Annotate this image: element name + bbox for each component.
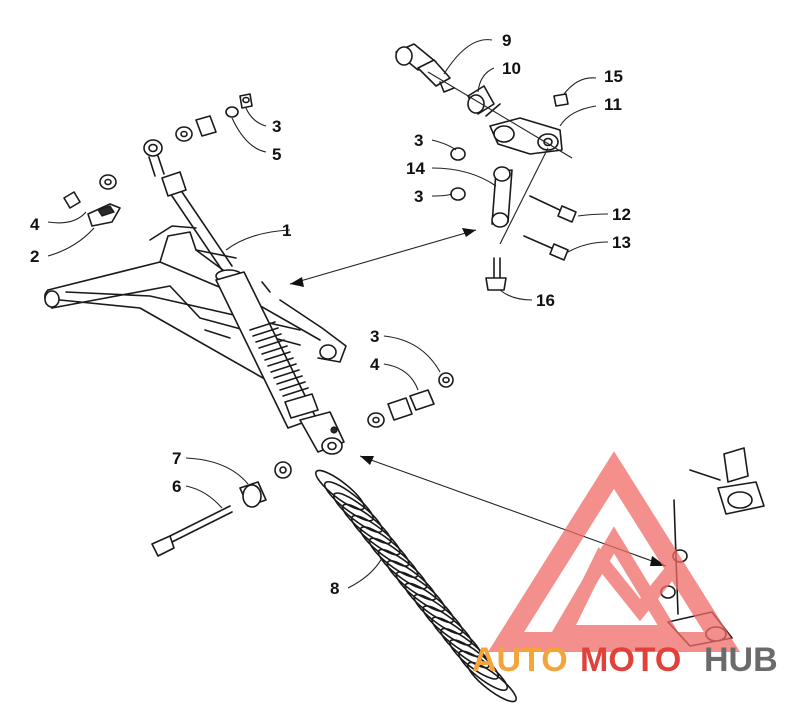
arrow-head-left [290, 277, 304, 287]
callout-10: 10 [502, 59, 521, 78]
spring-coil [386, 560, 437, 601]
callout-14: 14 [406, 159, 425, 178]
arrow-head-left-2 [360, 456, 374, 465]
lower-hardware [151, 372, 454, 557]
callout-15: 15 [604, 67, 623, 86]
leaders [47, 39, 609, 589]
shock-absorber [143, 139, 345, 455]
spring-coil [413, 593, 464, 635]
spring-coil [404, 582, 455, 624]
callout-labels: 1 2 3 5 4 9 10 15 11 3 14 3 12 13 16 3 4… [30, 31, 631, 598]
spring-coil [368, 537, 419, 579]
watermark-moto: MOTO [580, 641, 681, 679]
spring-coil [315, 469, 365, 511]
watermark-auto: AUTO [472, 641, 568, 679]
spring-coil [431, 616, 482, 658]
spring-coil [359, 526, 410, 567]
callout-3-lower: 3 [370, 327, 379, 346]
callout-6: 6 [172, 477, 181, 496]
callout-12: 12 [612, 205, 631, 224]
spring-coil [341, 503, 392, 545]
callout-7: 7 [172, 449, 181, 468]
callout-5: 5 [272, 145, 281, 164]
spring-coil [377, 548, 428, 590]
watermark-logo [487, 451, 741, 652]
a-arm [44, 225, 347, 388]
callout-16: 16 [536, 291, 555, 310]
callout-8: 8 [330, 579, 339, 598]
spring-coil [395, 571, 446, 612]
callout-2: 2 [30, 247, 39, 266]
spring-coil [458, 650, 509, 692]
spring [315, 469, 517, 703]
spring-coil [440, 627, 491, 669]
callout-9: 9 [502, 31, 511, 50]
callout-1: 1 [282, 221, 291, 240]
callout-13: 13 [612, 233, 631, 252]
callout-3-top: 3 [272, 117, 281, 136]
spring-coil [332, 492, 383, 533]
arrow-head-right [462, 228, 476, 237]
callout-3-link-bottom: 3 [414, 187, 423, 206]
watermark-hub: HUB [704, 641, 778, 679]
watermark-m-icon [553, 546, 686, 646]
watermark-triangle-icon [487, 451, 741, 652]
spring-coil [350, 514, 401, 556]
spring-coil [422, 605, 473, 646]
shock-top-hardware [63, 93, 253, 227]
spring-coil [449, 639, 500, 680]
watermark-text: AUTO MOTO HUB [472, 641, 778, 679]
callout-3-link-top: 3 [414, 131, 423, 150]
callout-4-top: 4 [30, 215, 40, 234]
spring-coil [467, 661, 517, 703]
callout-11: 11 [604, 95, 622, 114]
spring-coil [323, 480, 374, 522]
callout-4-lower: 4 [370, 355, 380, 374]
